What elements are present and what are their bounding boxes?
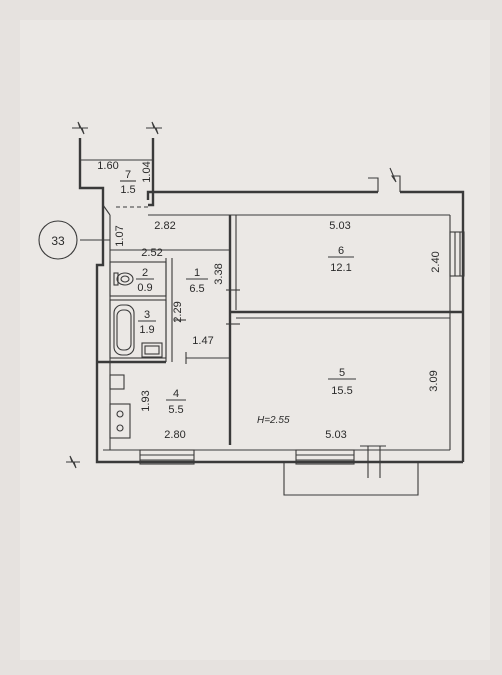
room-3-label: 3 1.9 xyxy=(138,309,156,336)
dimension-label: 1.60 xyxy=(97,160,118,172)
dimension-label: 1.47 xyxy=(192,335,213,347)
room-id: 6 xyxy=(338,245,344,257)
room-area: 15.5 xyxy=(331,385,352,397)
break-marks xyxy=(66,121,401,469)
room-7-label: 7 1.5 xyxy=(120,169,136,196)
room-4-label: 4 5.5 xyxy=(166,388,186,416)
dimension-labels: 1.60 1.04 2.82 5.03 1.07 2.52 3.38 2.40 … xyxy=(97,160,442,441)
room-id: 7 xyxy=(125,169,131,181)
room-id: 2 xyxy=(142,267,148,279)
room-area: 0.9 xyxy=(137,282,152,294)
toilet-icon xyxy=(113,272,134,286)
sink-icon xyxy=(141,342,163,358)
room-id: 3 xyxy=(144,309,150,321)
dimension-label: 1.93 xyxy=(140,390,152,411)
room-id: 1 xyxy=(194,267,200,279)
callout-number: 33 xyxy=(51,234,65,248)
dimension-label: 3.09 xyxy=(428,370,440,391)
room-6-label: 6 12.1 xyxy=(328,245,354,274)
fixtures xyxy=(109,272,163,439)
room-2-label: 2 0.9 xyxy=(136,267,154,294)
door-marks xyxy=(174,289,240,325)
dimension-label: 3.38 xyxy=(213,263,225,284)
room-1-label: 1 6.5 xyxy=(186,267,208,295)
dimension-label: 5.03 xyxy=(329,220,350,232)
room-area: 1.9 xyxy=(139,324,154,336)
outer-walls xyxy=(78,138,465,464)
dimension-label: 2.29 xyxy=(172,301,184,322)
dimension-label: 2.40 xyxy=(430,251,442,272)
windows xyxy=(139,231,465,496)
room-labels: 7 1.5 2 0.9 1 6.5 3 1.9 4 5.5 6 12.1 xyxy=(120,169,356,416)
room-area: 12.1 xyxy=(330,262,351,274)
room-5-label: 5 15.5 xyxy=(328,367,356,397)
dimension-label: 2.80 xyxy=(164,429,185,441)
room-id: 4 xyxy=(173,388,179,400)
dimension-label: 1.04 xyxy=(141,161,153,182)
stove-icon xyxy=(109,403,131,439)
dimension-label: 2.82 xyxy=(154,220,175,232)
dimension-label: 1.07 xyxy=(114,225,126,246)
bathtub-icon xyxy=(113,304,135,356)
dimension-label: 5.03 xyxy=(325,429,346,441)
room-area: 1.5 xyxy=(120,184,135,196)
room-id: 5 xyxy=(339,367,345,379)
room-area: 5.5 xyxy=(168,404,183,416)
dimension-label: 2.52 xyxy=(141,247,162,259)
room-area: 6.5 xyxy=(189,283,204,295)
ceiling-height-note: H=2.55 xyxy=(257,415,290,426)
callout-marker: 33 xyxy=(38,220,110,260)
